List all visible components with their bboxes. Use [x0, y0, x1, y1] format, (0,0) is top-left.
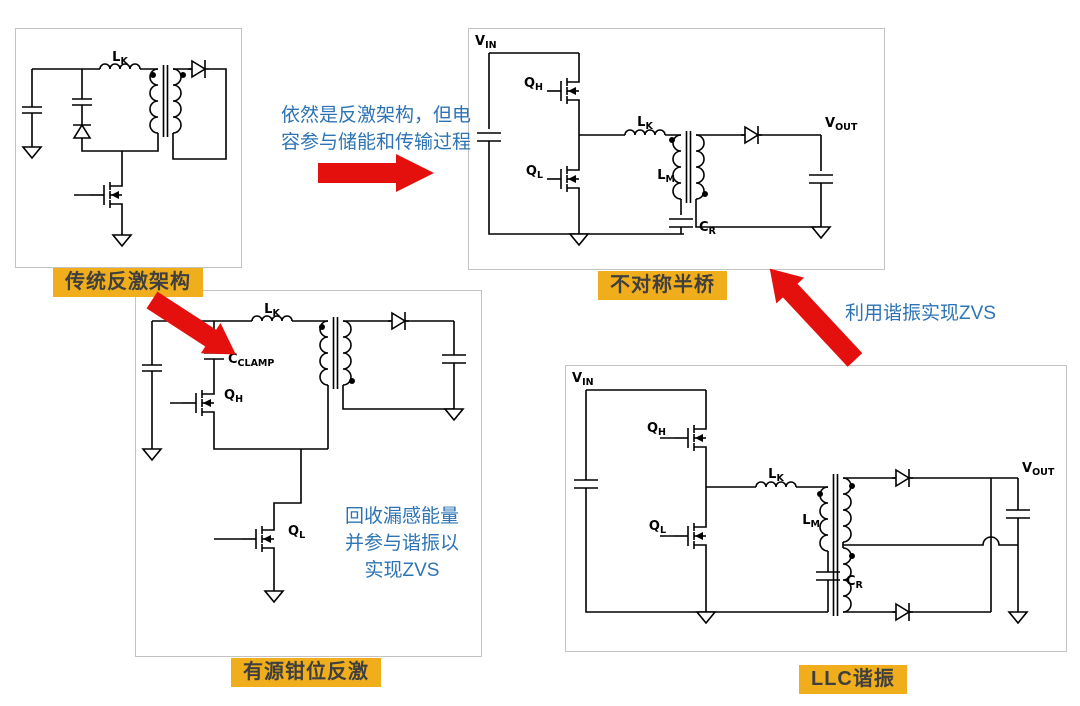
ground-icon	[569, 233, 589, 246]
label-lk: LK	[112, 50, 128, 67]
mosfet-qh-icon	[546, 70, 580, 112]
acf-note-line1: 回收漏感能量	[344, 506, 459, 527]
output-diode-icon	[187, 59, 210, 79]
transformer-core	[332, 317, 339, 389]
label-cr: CR	[846, 574, 864, 591]
transformer-core	[685, 131, 692, 203]
rectifier-diode-bottom-icon	[891, 602, 914, 622]
transformer-core	[162, 65, 169, 137]
label-cclamp: CCLAMP	[228, 352, 274, 369]
llc-panel: VIN QH QL LK LM CR VOUT	[565, 365, 1067, 652]
ground-icon	[1008, 611, 1028, 624]
polarity-dot	[849, 483, 855, 489]
label-qh: QH	[524, 76, 543, 93]
arrow-flyback-to-ahb-icon	[318, 154, 434, 192]
label-vin: VIN	[572, 371, 594, 388]
mosfet-ql-icon	[546, 158, 580, 200]
label-vin: VIN	[475, 34, 497, 51]
flow1-note: 依然是反激架构，但电 容参与储能和传输过程	[256, 102, 496, 156]
acf-circuit: LK CCLAMP QH QL	[142, 302, 466, 603]
primary-winding	[149, 68, 159, 134]
ground-icon	[696, 611, 716, 624]
acf-panel: LK CCLAMP QH QL	[135, 290, 482, 657]
label-ql: QL	[288, 524, 305, 541]
label-vout: VOUT	[825, 116, 858, 133]
secondary-winding	[342, 320, 352, 386]
mosfet-ql-icon	[241, 518, 275, 560]
ahb-circuit: VIN QH QL LK LM CR VOUT	[475, 34, 858, 246]
output-diode-icon	[387, 311, 410, 331]
polarity-dot	[817, 491, 823, 497]
label-qh: QH	[647, 421, 666, 438]
mosfet-qh-icon	[673, 417, 707, 459]
flyback-circuit: LK	[22, 50, 227, 247]
label-ql: QL	[526, 164, 543, 181]
secondary-winding	[695, 134, 705, 200]
label-lk: LK	[768, 467, 784, 484]
rectifier-diode-top-icon	[891, 468, 914, 488]
label-cr: CR	[699, 220, 717, 237]
llc-badge: LLC谐振	[799, 665, 907, 694]
flow1-note-line1: 依然是反激架构，但电	[280, 105, 471, 126]
label-lm: LM	[657, 168, 675, 185]
mosfet-ql-icon	[673, 515, 707, 557]
ground-icon	[22, 146, 42, 159]
llc-circuit: VIN QH QL LK LM CR VOUT	[572, 371, 1055, 624]
label-lm: LM	[802, 513, 820, 530]
flyback-panel: LK	[15, 28, 242, 268]
output-diode-icon	[740, 125, 763, 145]
transformer-core	[832, 474, 839, 616]
ground-icon	[142, 448, 162, 461]
ahb-panel: VIN QH QL LK LM CR VOUT	[468, 28, 885, 270]
acf-note: 回收漏感能量 并参与谐振以 实现ZVS	[337, 503, 467, 584]
capacitor	[477, 132, 833, 228]
zvs-note: 利用谐振实现ZVS	[845, 303, 996, 324]
polarity-dot	[349, 378, 355, 384]
capacitor	[22, 98, 92, 114]
mosfet-qh-icon	[181, 382, 215, 424]
polarity-dot	[849, 553, 855, 559]
ground-icon	[444, 408, 464, 421]
acf-note-line3: 实现ZVS	[364, 560, 440, 581]
polarity-dot	[702, 191, 708, 197]
acf-badge: 有源钳位反激	[231, 658, 381, 687]
label-ql: QL	[649, 519, 666, 536]
polarity-dot	[669, 137, 675, 143]
polarity-dot	[180, 72, 186, 78]
polarity-dot	[319, 324, 325, 330]
label-lk: LK	[264, 302, 280, 319]
acf-note-line2: 并参与谐振以	[344, 533, 459, 554]
ground-icon	[264, 590, 284, 603]
primary-winding	[319, 320, 329, 386]
label-lk: LK	[637, 115, 653, 132]
capacitor	[574, 479, 1030, 581]
ground-icon	[112, 234, 132, 247]
label-qh: QH	[224, 388, 243, 405]
primary-winding	[672, 134, 682, 200]
mosfet-switch-icon	[89, 174, 123, 216]
ground-icon	[811, 226, 831, 239]
flow1-note-line2: 容参与储能和传输过程	[280, 132, 471, 153]
secondary-winding	[172, 68, 182, 134]
clamp-diode-icon	[72, 120, 92, 143]
flyback-badge: 传统反激架构	[53, 268, 203, 297]
ahb-badge: 不对称半桥	[598, 271, 727, 300]
polarity-dot	[150, 72, 156, 78]
capacitor	[142, 352, 466, 372]
label-vout: VOUT	[1022, 461, 1055, 478]
